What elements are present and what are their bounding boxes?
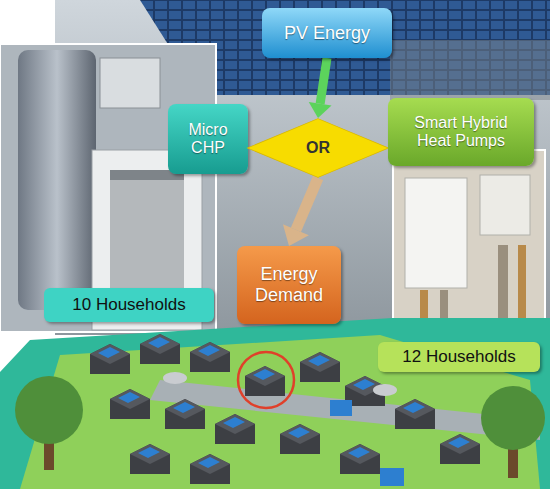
node-label: Energy Demand xyxy=(245,264,333,305)
node-label: Micro CHP xyxy=(176,121,240,158)
node-label: PV Energy xyxy=(284,23,370,44)
house xyxy=(395,399,435,429)
flow-arrow xyxy=(296,178,318,230)
chp-photo xyxy=(0,44,216,332)
control-box xyxy=(100,58,160,108)
car xyxy=(373,384,397,396)
tree-crown xyxy=(481,386,545,450)
option-box: Smart Hybrid Heat Pumps xyxy=(388,98,534,166)
house xyxy=(215,414,255,444)
house xyxy=(340,444,380,474)
house xyxy=(110,389,150,419)
text-group: 10 Households xyxy=(72,295,185,315)
house xyxy=(440,434,480,464)
node-label: 12 Households xyxy=(402,347,515,367)
demand-box: Energy Demand xyxy=(237,246,341,324)
tree-crown xyxy=(15,376,83,444)
lawn xyxy=(20,335,540,489)
boiler-unit xyxy=(405,178,467,288)
decision-diamond: OR xyxy=(246,118,390,178)
house xyxy=(245,366,285,396)
house xyxy=(190,342,230,372)
text-group: Micro CHP xyxy=(176,121,240,158)
house xyxy=(130,444,170,474)
control-unit xyxy=(480,175,530,235)
house xyxy=(140,334,180,364)
flow-arrow xyxy=(320,58,327,104)
text-group: 12 Households xyxy=(402,347,515,367)
house xyxy=(280,424,320,454)
household-banner: 10 Households xyxy=(44,288,214,322)
node-label: OR xyxy=(306,139,330,157)
storage-tank xyxy=(18,50,96,310)
house xyxy=(90,344,130,374)
text-group: Smart Hybrid Heat Pumps xyxy=(396,114,526,151)
household-banner: 12 Households xyxy=(378,342,540,372)
highlight-circle xyxy=(238,352,294,408)
house xyxy=(165,399,205,429)
text-group: Energy Demand xyxy=(245,264,333,305)
storage-box xyxy=(380,468,404,486)
storage-box xyxy=(330,400,352,416)
option-box: Micro CHP xyxy=(168,104,248,174)
diamond-fill xyxy=(247,119,388,178)
house xyxy=(300,352,340,382)
roof-ridge xyxy=(390,40,550,100)
node-label: 10 Households xyxy=(72,295,185,315)
arrow-head xyxy=(283,224,309,246)
node-label: Smart Hybrid Heat Pumps xyxy=(396,114,526,151)
source-box: PV Energy xyxy=(262,8,392,58)
text-group: OR xyxy=(306,139,330,157)
house xyxy=(190,454,230,484)
car xyxy=(163,372,187,384)
text-group: PV Energy xyxy=(284,23,370,44)
ground xyxy=(0,318,550,489)
arrow-head xyxy=(309,102,332,118)
